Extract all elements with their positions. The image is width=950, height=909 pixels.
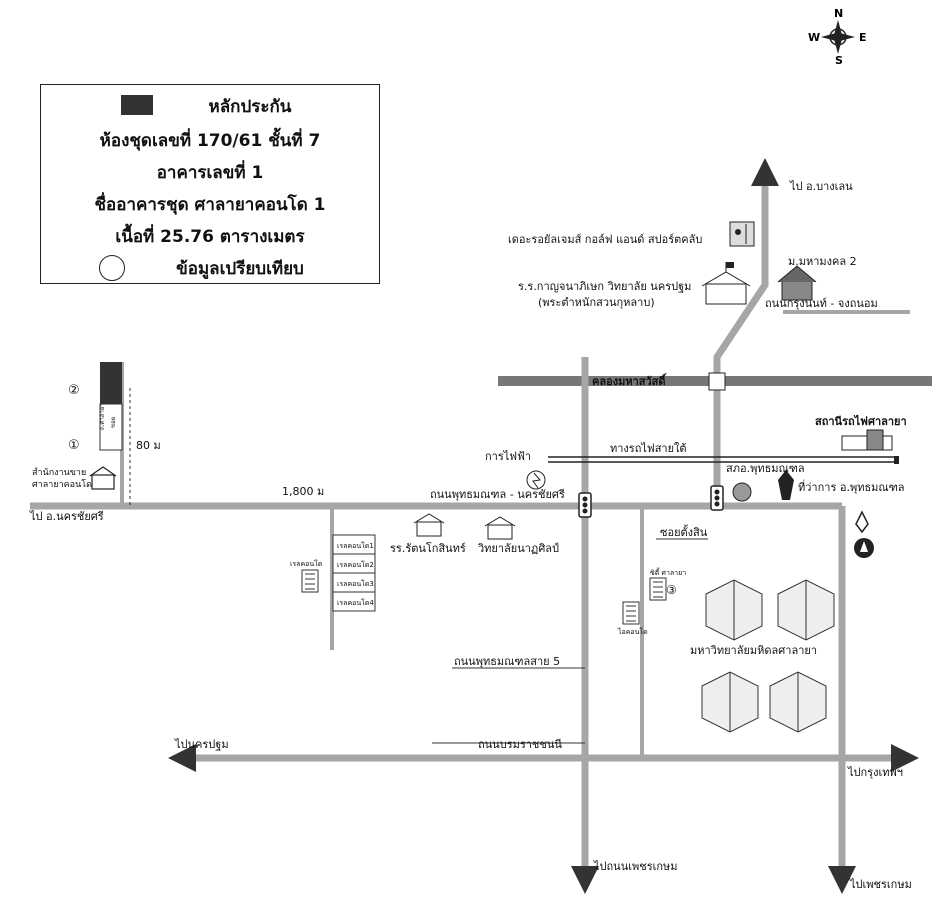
label-condo3: เรลคอนโด3 <box>337 579 374 588</box>
sales-office-icon <box>89 466 117 490</box>
label-distance-1800: 1,800 ม <box>282 485 324 498</box>
collateral-building <box>99 362 123 451</box>
label-condo2: เรลคอนโด2 <box>337 560 374 569</box>
university-building-icon <box>705 579 763 641</box>
marker-3: ③ <box>666 583 677 597</box>
marker-2: ② <box>68 383 80 398</box>
label-police: สภอ.พุทธมณฑล <box>726 462 805 475</box>
compass-e: E <box>859 31 867 44</box>
condo-building-icon <box>649 577 667 601</box>
railway <box>548 456 899 464</box>
label-to-bang-len: ไป อ.บางเลน <box>789 180 853 193</box>
label-to-nakhon-chai-si: ไป อ.นครชัยศรี <box>29 510 104 523</box>
label-to-phetkasem-road: ไปถนนเพชรเกษม <box>593 860 678 873</box>
legend-building: อาคารเลขที่ 1 <box>156 163 264 183</box>
condo-building-icon <box>301 569 319 593</box>
label-railway: ทางรถไฟสายใต้ <box>610 442 687 455</box>
college-icon <box>484 516 516 540</box>
label-natasin: วิทยาลัยนาฏศิลป์ <box>477 542 559 555</box>
label-road-5: ถนนพุทธมณฑลสาย 5 <box>454 655 560 668</box>
compass-n: N <box>834 7 843 20</box>
school-icon <box>413 513 445 537</box>
village-icon <box>777 265 817 301</box>
legend-comparison: ข้อมูลเปรียบเทียบ <box>176 259 304 279</box>
label-road-borommaratchachonnani: ถนนบรมราชชนนี <box>478 738 562 751</box>
label-pointers <box>129 388 708 744</box>
compass-w: W <box>808 31 820 44</box>
label-station: สถานีรถไฟศาลายา <box>815 414 907 428</box>
label-school: ร.ร.กาญจนาภิเษก วิทยาลัย นครปฐม <box>518 280 691 293</box>
label-to-nakhon-pathom: ไปนครปฐม <box>174 738 229 751</box>
label-electricity: การไฟฟ้า <box>485 450 531 463</box>
label-condo1: เรลคอนโด1 <box>337 541 374 550</box>
university-building-icon <box>769 671 827 733</box>
label-sales-office: สำนักงานขาย <box>32 467 86 478</box>
comparison-circle-icon <box>99 255 125 281</box>
road-bang-len <box>713 158 779 506</box>
collateral-swatch <box>121 95 153 115</box>
legend-collateral: หลักประกัน <box>208 97 292 117</box>
label-village: ม.มหามงคล 2 <box>788 255 857 268</box>
label-condo-left: เรลคอนโด <box>290 559 322 568</box>
label-vertical-road-a: ถ.ศาลายา <box>99 403 106 430</box>
label-i-condo: ไอคอนโด <box>617 627 648 636</box>
label-city-salaya: ซิตี้ ศาลายา <box>650 566 686 577</box>
label-road-krung-nonthaburi: ถนนกรุงนนท์ - จงถนอม <box>765 297 878 310</box>
marker-1: ① <box>68 438 80 453</box>
compass-rose-icon: N S E W <box>808 7 867 67</box>
police-icon <box>732 482 752 502</box>
label-road-main: ถนนพุทธมณฑล - นครชัยศรี <box>430 488 565 501</box>
legend-area: เนื้อที่ 25.76 ตารางเมตร <box>115 227 305 247</box>
legend-box: หลักประกัน ห้องชุดเลขที่ 170/61 ชั้นที่ … <box>40 84 380 284</box>
traffic-light-icon <box>710 485 724 511</box>
label-to-bangkok: ไปกรุงเทพฯ <box>847 766 903 779</box>
university-building-icon <box>777 579 835 641</box>
compass-s: S <box>835 54 843 67</box>
golf-icon <box>729 221 755 247</box>
traffic-light-icon <box>578 492 592 518</box>
condo-building-icon <box>622 601 640 625</box>
garuda-icon <box>778 470 794 500</box>
train-station-icon <box>841 429 893 451</box>
label-school-sub: (พระตำหนักสวนกุหลาบ) <box>538 296 655 309</box>
label-canal: คลองมหาสวัสดิ์ <box>592 373 667 388</box>
school-kanchanaphisek-icon <box>701 262 751 305</box>
label-sales-office-sub: ศาลายาคอนโด <box>32 479 92 490</box>
label-golf-club: เดอะรอยัลเจมส์ กอล์ฟ แอนด์ สปอร์ตคลับ <box>508 233 702 246</box>
label-district-office: ที่ว่าการ อ.พุทธมณฑล <box>798 479 905 494</box>
label-to-phetkasem: ไปเพชรเกษม <box>849 878 912 891</box>
legend-condo-name: ชื่ออาคารชุด ศาลายาคอนโด 1 <box>94 195 326 215</box>
legend-unit: ห้องชุดเลขที่ 170/61 ชั้นที่ 7 <box>99 131 321 151</box>
condo-boxes <box>332 534 376 612</box>
gas-station-icon <box>854 538 874 558</box>
electricity-icon <box>526 470 546 490</box>
label-distance-80: 80 ม <box>136 439 161 452</box>
bridge-icon <box>708 372 726 391</box>
label-condo4: เรลคอนโด4 <box>337 598 374 607</box>
label-vertical-road-b: ซอย <box>110 417 117 428</box>
temple-icon <box>855 510 869 534</box>
label-mahidol: มหาวิทยาลัยมหิดลศาลายา <box>690 644 817 657</box>
university-building-icon <box>701 671 759 733</box>
label-ratanakosin: รร.รัตนโกสินทร์ <box>390 541 466 555</box>
label-soi-tang-sin: ซอยตั้งสิน <box>660 524 708 539</box>
